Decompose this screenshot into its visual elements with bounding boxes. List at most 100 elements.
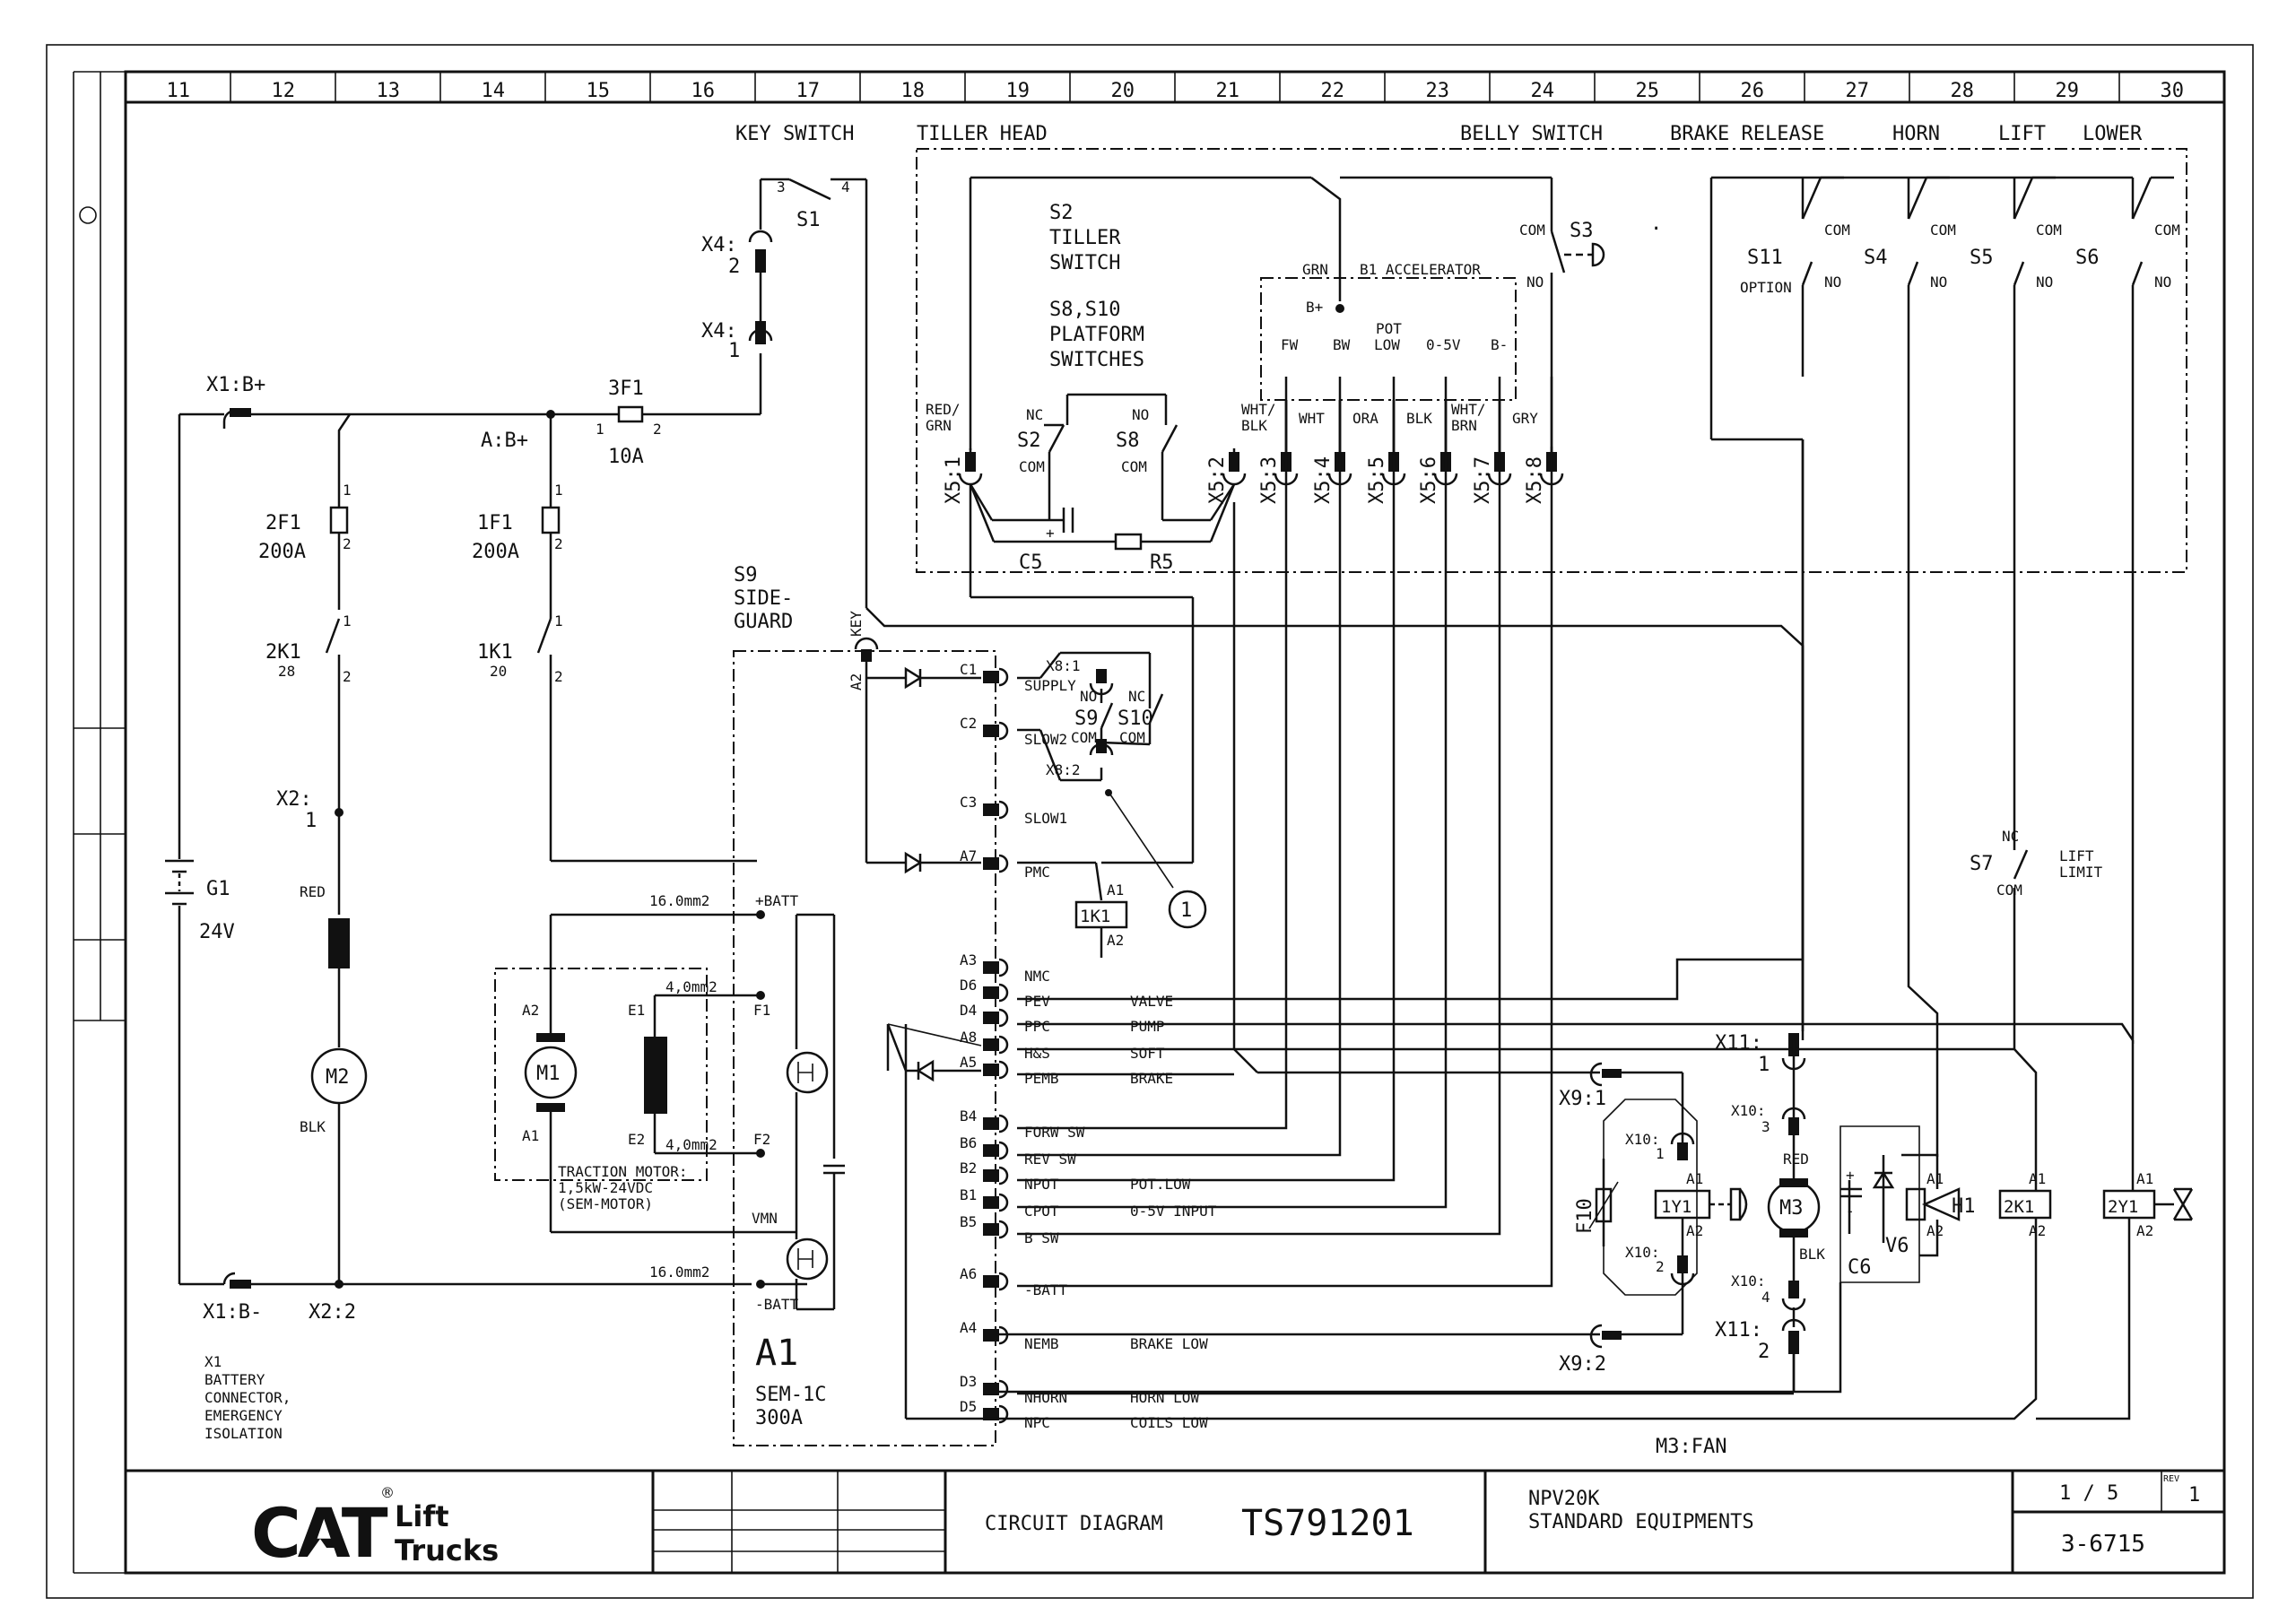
svg-text:BATTERY: BATTERY [204,1371,265,1388]
svg-text:-BATT: -BATT [755,1296,799,1313]
svg-text:NO: NO [1930,274,1947,291]
svg-text:NO: NO [1132,406,1149,423]
svg-text:X10:: X10: [1625,1131,1660,1148]
battery-voltage: 24V [199,921,235,943]
svg-text:+: + [1046,525,1055,542]
svg-text:GUARD: GUARD [734,611,793,633]
controller-signal: CPOT [1024,1203,1059,1220]
svg-text:NO: NO [2154,274,2171,291]
horn-h1: H1 [1952,1195,1976,1218]
svg-text:A1: A1 [1926,1170,1944,1187]
svg-text:2: 2 [653,421,662,438]
s8-title: S8,S10 PLATFORM SWITCHES [1049,299,1144,371]
svg-text:COM: COM [1824,221,1850,239]
svg-text:A2: A2 [1926,1222,1944,1239]
switch-s7: S7 [1970,853,1994,875]
svg-text:20: 20 [490,663,507,680]
relay-1k1: 1K1 [1080,907,1110,926]
switch-s11: S11 [1747,247,1783,269]
svg-text:X2:2: X2:2 [309,1301,356,1324]
connector-x5-6: X5:6 [1418,456,1440,504]
svg-text:ISOLATION: ISOLATION [204,1425,283,1442]
controller-pin: B1 [960,1186,977,1203]
svg-text:BW: BW [1333,336,1351,353]
heading-horn: HORN [1892,123,1940,145]
column-number: 24 [1531,80,1555,102]
controller-signal: NMC [1024,968,1050,985]
controller-signal-desc: VALVE [1130,993,1173,1010]
svg-text:1K1: 1K1 [477,641,513,664]
svg-text:1: 1 [305,810,317,832]
svg-text:B1 ACCELERATOR: B1 ACCELERATOR [1360,261,1481,278]
svg-text:X1:B+: X1:B+ [206,374,265,396]
svg-text:F1: F1 [753,1002,770,1019]
column-number: 22 [1321,80,1345,102]
svg-text:Lift: Lift [395,1499,449,1533]
column-number: 25 [1636,80,1660,102]
svg-text:2: 2 [554,535,563,552]
svg-text:2: 2 [1656,1258,1665,1275]
svg-text:X8:1: X8:1 [1046,657,1081,674]
svg-text:A1: A1 [2029,1170,2046,1187]
column-number: 26 [1741,80,1765,102]
svg-text:KEY: KEY [848,611,865,637]
controller-section: S9 SIDE- GUARD KEY A2 A1 SEM-1C 300A +BA… [494,484,1805,1446]
svg-text:X9:2: X9:2 [1559,1353,1606,1376]
switch-s6: S6 [2075,247,2100,269]
svg-text:2: 2 [343,668,352,685]
svg-text:PLATFORM: PLATFORM [1049,324,1144,346]
heading-lower: LOWER [2083,123,2143,145]
svg-text:A2: A2 [848,673,865,690]
svg-text:-: - [1846,1203,1855,1220]
svg-text:COM: COM [1519,221,1545,239]
fan-label: M3:FAN [1656,1436,1726,1458]
connector-x5-5: X5:5 [1366,456,1388,504]
svg-text:BRN: BRN [1451,417,1477,434]
svg-text:A1: A1 [522,1127,539,1144]
controller-signal-desc: COILS LOW [1130,1414,1208,1431]
controller-signal: NEMB [1024,1335,1059,1352]
svg-text:COM: COM [1996,881,2022,899]
controller-signal-desc: 0-5V INPUT [1130,1203,1217,1220]
controller-pin: A3 [960,951,977,968]
battery-connector-note: X1 BATTERY CONNECTOR, EMERGENCY ISOLATIO… [204,1353,291,1442]
svg-text:M2: M2 [326,1066,350,1089]
svg-text:NO: NO [1080,688,1097,705]
svg-text:NO: NO [1526,274,1544,291]
connector-x5-4: X5:4 [1312,456,1335,504]
svg-text:EMERGENCY: EMERGENCY [204,1407,283,1424]
svg-text:1: 1 [596,421,604,438]
svg-text:1,5kW-24VDC: 1,5kW-24VDC [558,1179,653,1196]
power-section: X1:B+ G1 24V 1 2 2F1 200A 1 2 2K1 28 X2:… [165,178,868,1442]
belly-switch-s3: S3 [1570,220,1594,242]
svg-text:F2: F2 [753,1131,770,1148]
svg-text:2F1: 2F1 [265,512,301,534]
model: NPV20K [1528,1488,1600,1510]
svg-text:1: 1 [1758,1054,1770,1076]
svg-text:COM: COM [1121,458,1147,475]
column-number: 29 [2056,80,2080,102]
svg-text:+: + [1846,1167,1855,1184]
switch-s4: S4 [1864,247,1888,269]
svg-text:OPTION: OPTION [1740,279,1792,296]
svg-text:BLK: BLK [300,1118,326,1135]
svg-text:TRACTION MOTOR:: TRACTION MOTOR: [558,1163,688,1180]
svg-text:200A: 200A [258,541,306,563]
svg-text:E2: E2 [628,1131,645,1148]
svg-text:NC: NC [1026,406,1043,423]
controller-signal-desc: SOFT [1130,1045,1165,1062]
controller-pin: D4 [960,1002,977,1019]
svg-text:X1: X1 [204,1353,222,1370]
svg-text:COM: COM [2036,221,2062,239]
traction-motor-note: TRACTION MOTOR: 1,5kW-24VDC (SEM-MOTOR) [558,1163,688,1212]
column-number: 11 [167,80,191,102]
heading-tiller-head: TILLER HEAD [917,123,1048,145]
svg-text:0-5V: 0-5V [1426,336,1461,353]
svg-text:A2: A2 [2029,1222,2046,1239]
controller-signal-desc: PUMP [1130,1018,1165,1035]
svg-text:Trucks: Trucks [395,1533,499,1568]
svg-text:GRY: GRY [1512,410,1538,427]
svg-text:X2:: X2: [276,788,312,811]
